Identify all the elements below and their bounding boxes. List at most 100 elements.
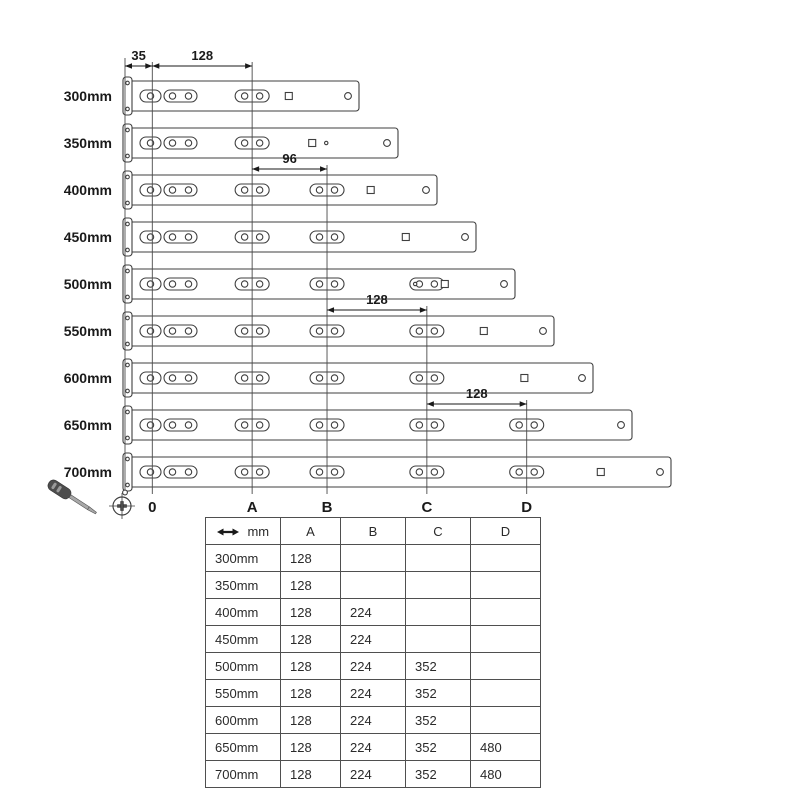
rail-length-label: 300mm <box>64 88 112 104</box>
table-cell: 224 <box>340 652 406 680</box>
rail-diagram: 300mm 350mm 400mm 450mm 500mm 550mm 600mm 650mm… <box>47 48 672 519</box>
table-cell: 352 <box>405 760 471 788</box>
table-cell: 224 <box>340 679 406 707</box>
dimension-value: 96 <box>282 151 296 166</box>
table-cell: 480 <box>470 733 541 761</box>
table-cell <box>340 544 406 572</box>
table-cell <box>405 598 471 626</box>
dimension-value: 35 <box>131 48 145 63</box>
table-cell: 224 <box>340 760 406 788</box>
axis-label-C: C <box>421 499 432 516</box>
table-cell: 352 <box>405 733 471 761</box>
table-cell: 128 <box>280 652 341 680</box>
table-cell <box>470 679 541 707</box>
table-cell <box>405 625 471 653</box>
table-cell: 480 <box>470 760 541 788</box>
table-cell: 224 <box>340 625 406 653</box>
axis-label-D: D <box>521 499 532 516</box>
table-cell: 128 <box>280 571 341 599</box>
table-cell: 128 <box>280 733 341 761</box>
table-cell: 128 <box>280 625 341 653</box>
dimension-0-to-A: 128 <box>152 48 253 69</box>
rail-550mm: 550mm <box>64 311 555 351</box>
rail-700mm: 700mm <box>64 452 672 492</box>
table-header-B: B <box>340 517 406 545</box>
table-cell: 224 <box>340 598 406 626</box>
table-cell: 128 <box>280 544 341 572</box>
table-header-C: C <box>405 517 471 545</box>
table-cell: 128 <box>280 706 341 734</box>
table-row-label: 500mm <box>205 652 281 680</box>
rail-300mm: 300mm <box>64 76 360 116</box>
table-cell: 352 <box>405 706 471 734</box>
table-header-D: D <box>470 517 541 545</box>
guide-lines: 0 A B C D <box>122 58 532 516</box>
table-cell <box>470 598 541 626</box>
dimension-B-to-C: 128 <box>327 292 427 313</box>
table-cell <box>340 571 406 599</box>
rail-500mm: 500mm <box>64 264 516 304</box>
dimension-value: 128 <box>366 292 388 307</box>
dimension-value: 128 <box>466 386 488 401</box>
table-cell: 224 <box>340 733 406 761</box>
table-row-label: 300mm <box>205 544 281 572</box>
table-cell <box>405 544 471 572</box>
dimension-value: 128 <box>191 48 213 63</box>
table-cell <box>470 571 541 599</box>
axis-label-A: A <box>247 499 258 516</box>
rail-350mm: 350mm <box>64 123 399 163</box>
mm-label: mm <box>247 524 270 540</box>
rail-length-label: 350mm <box>64 135 112 151</box>
rail-650mm: 650mm <box>64 405 633 445</box>
table-row-label: 600mm <box>205 706 281 734</box>
screwdriver-icon <box>47 479 97 515</box>
table-row-label: 650mm <box>205 733 281 761</box>
table-row-label: 450mm <box>205 625 281 653</box>
table-header-A: A <box>280 517 341 545</box>
table-cell: 128 <box>280 679 341 707</box>
table-cell: 352 <box>405 652 471 680</box>
rail-450mm: 450mm <box>64 217 477 257</box>
screw-crosshair-icon <box>109 493 135 519</box>
rail-400mm: 400mm <box>64 170 438 210</box>
table-cell: 224 <box>340 706 406 734</box>
rail-length-label: 450mm <box>64 229 112 245</box>
table-cell <box>470 625 541 653</box>
rail-length-label: 600mm <box>64 370 112 386</box>
table-cell: 128 <box>280 760 341 788</box>
rail-600mm: 600mm <box>64 358 594 398</box>
table-cell <box>470 652 541 680</box>
dimension-C-to-D: 128 <box>426 386 527 407</box>
double-arrow-icon <box>216 528 239 536</box>
rail-length-label: 550mm <box>64 323 112 339</box>
rail-length-label: 700mm <box>64 464 112 480</box>
dimension-start-to-0: 35 <box>125 48 153 69</box>
dimension-A-to-B: 96 <box>252 151 328 172</box>
table-cell <box>405 571 471 599</box>
table-row-label: 700mm <box>205 760 281 788</box>
rail-length-label: 500mm <box>64 276 112 292</box>
table-row-label: 550mm <box>205 679 281 707</box>
table-cell: 352 <box>405 679 471 707</box>
table-cell <box>470 706 541 734</box>
table-cell: 128 <box>280 598 341 626</box>
axis-label-0: 0 <box>148 499 156 516</box>
table-header-mm: mm <box>205 517 281 545</box>
rail-length-label: 400mm <box>64 182 112 198</box>
rail-length-label: 650mm <box>64 417 112 433</box>
axis-label-B: B <box>322 499 333 516</box>
table-cell <box>470 544 541 572</box>
